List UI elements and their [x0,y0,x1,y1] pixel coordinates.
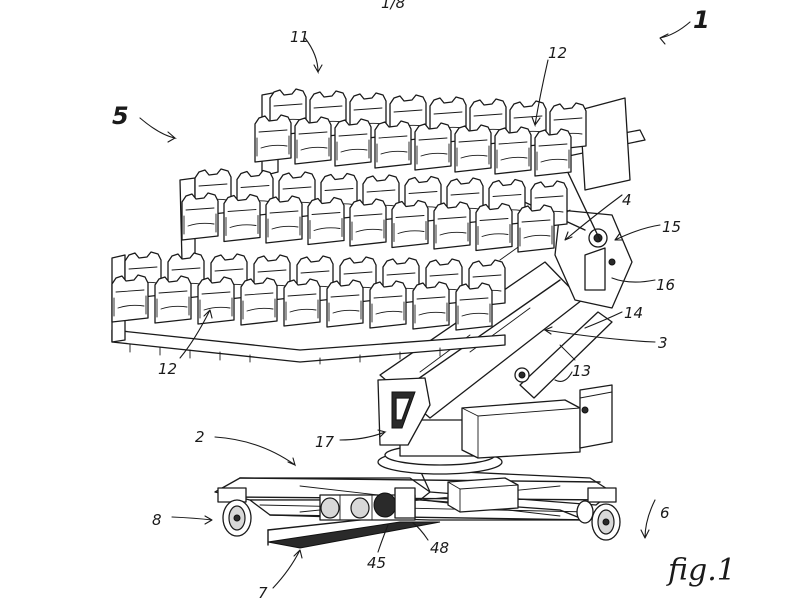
drive-motor-assembly [319,487,416,521]
reference-labels: 1 5 11 12 4 15 16 14 3 13 12 17 2 8 7 45… [112,6,736,600]
seat [433,201,471,250]
seat [534,128,572,177]
seat [307,196,345,246]
seat [475,202,513,252]
seat [240,277,278,326]
seat [374,120,412,169]
counterweight-housing [461,384,613,459]
caster-wheel-left [217,487,252,537]
label-48: 48 [430,539,449,557]
label-7: 7 [258,584,268,600]
seat [326,279,364,328]
label-13: 13 [572,362,591,380]
label-14: 14 [624,304,643,322]
label-4: 4 [622,191,632,209]
seat [369,280,407,329]
seat [391,199,429,249]
seat [294,116,332,165]
label-2: 2 [195,428,205,446]
seat [412,281,450,330]
label-6: 6 [660,504,670,522]
seat [494,126,532,175]
base-rail [267,521,441,549]
seat [223,193,261,243]
leader-lines [139,21,691,589]
seat [454,124,492,173]
seat [349,198,387,247]
arm-bracket-plate [377,377,431,446]
label-12-top: 12 [548,44,567,62]
pivot-bracket [554,209,633,309]
sheet-number: 1/8 [381,0,405,12]
caster-wheel-rear [576,500,594,524]
label-17: 17 [315,433,335,451]
label-8: 8 [152,511,162,529]
figure-label: fig.1 [666,553,736,588]
seat [111,274,149,323]
seat [154,275,192,324]
seat [254,114,292,163]
seat-rows [111,88,587,331]
label-16: 16 [656,276,675,294]
seat [265,195,303,244]
label-5: 5 [112,102,129,130]
label-1: 1 [693,6,710,34]
label-12-bottom: 12 [158,360,177,378]
seat [455,282,493,331]
seat [283,278,321,327]
hydraulic-cylinder [514,311,613,399]
seat [334,118,372,167]
seat [181,192,219,241]
caster-wheel-right [587,487,621,541]
seat [197,276,235,325]
base-block [447,477,519,513]
label-45: 45 [367,554,386,572]
label-11: 11 [290,28,309,46]
seat [517,204,555,253]
label-15: 15 [662,218,681,236]
label-3: 3 [658,334,668,352]
seat [414,122,452,171]
